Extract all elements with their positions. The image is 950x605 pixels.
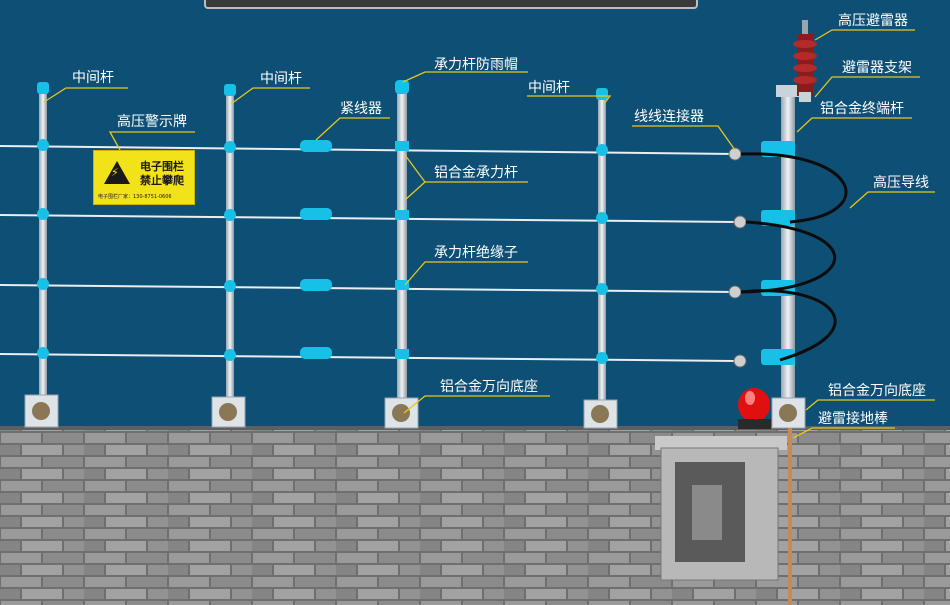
warning-sign: ⚡ 电子围栏 禁止攀爬 电子围栏厂家：130-8751-0606 <box>93 150 195 205</box>
label-middle-pole-3: 中间杆 <box>528 80 570 96</box>
controller-box <box>655 436 787 581</box>
pole-3-load <box>384 80 419 429</box>
sign-line-3: 电子围栏厂家：130-8751-0606 <box>98 194 172 200</box>
hv-lead-wire <box>740 152 848 362</box>
sign-line-2: 禁止攀爬 <box>140 174 184 187</box>
brick-wall <box>0 428 950 605</box>
label-middle-pole-2: 中间杆 <box>260 71 302 87</box>
label-warning-sign: 高压警示牌 <box>117 114 187 130</box>
leader-lines <box>43 29 935 439</box>
label-terminal-pole: 铝合金终端杆 <box>820 101 904 117</box>
pole-2 <box>211 84 246 428</box>
label-middle-pole-1: 中间杆 <box>72 70 114 86</box>
lightning-bolt-icon: ⚡ <box>111 166 119 179</box>
fence-wires <box>0 145 736 362</box>
tighteners <box>300 140 332 359</box>
top-panel <box>204 0 698 9</box>
pole-1 <box>24 82 59 428</box>
label-load-insulator: 承力杆绝缘子 <box>434 245 518 261</box>
label-hv-lead: 高压导线 <box>873 175 929 191</box>
high-voltage-warning-icon <box>104 161 130 184</box>
label-base-2: 铝合金万向底座 <box>828 383 926 399</box>
pole-4 <box>583 88 618 429</box>
alarm-beacon-icon <box>738 388 771 429</box>
label-arrester: 高压避雷器 <box>838 13 908 29</box>
wire-connectors <box>728 147 747 368</box>
label-rain-cap: 承力杆防雨帽 <box>434 57 518 73</box>
label-wire-connector: 线线连接器 <box>634 109 704 125</box>
label-ground-rod: 避雷接地棒 <box>818 411 888 427</box>
label-tightener: 紧线器 <box>340 101 382 117</box>
label-load-pole: 铝合金承力杆 <box>434 165 518 181</box>
label-arrester-bracket: 避雷器支架 <box>842 60 912 76</box>
lightning-arrester <box>793 20 817 102</box>
label-base-1: 铝合金万向底座 <box>440 379 538 395</box>
ground-rod <box>788 428 792 605</box>
terminal-pole <box>761 85 806 429</box>
sign-line-1: 电子围栏 <box>140 160 184 173</box>
wall-cap <box>0 426 950 430</box>
